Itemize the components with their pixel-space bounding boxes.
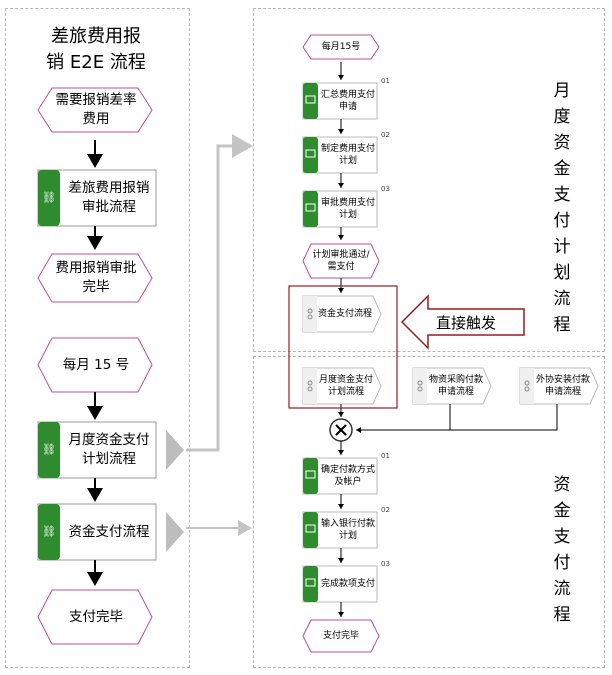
pay-act-03: 完成款项支付 [320,579,375,589]
mp-proc-pay: 资金支付流程 [318,309,373,319]
pay-step-02: 02 [381,506,390,514]
left-event-need-shape [37,87,153,133]
left-event-paid-shape [37,589,153,645]
mp-act-01: 汇总费用支付申请 [320,90,375,112]
left-title-line-2: 销 E2E 流程 [46,52,146,73]
mp-event-15: 每月15号 [321,42,361,52]
pay-step-01: 01 [381,452,390,460]
mp-event-15-shape [302,34,380,60]
process-icon: ⛓ [42,443,56,456]
mp-event-approved: 计划审批通过/需支付 [312,250,370,272]
left-event-15-shape [37,337,153,393]
pay-event-done: 支付完毕 [322,631,359,641]
left-panel [5,8,190,668]
payment-panel [253,356,605,668]
left-event-paid: 支付完毕 [69,608,123,625]
left-title-line-1: 差旅费用报 [51,26,141,47]
callout-text: 直接触发 [436,314,497,332]
left-event-done-shape [37,253,153,303]
left-event-done: 费用报销审批完毕 [55,260,137,295]
process-icon: ⛓ [42,525,56,538]
mp-step-03: 03 [381,185,390,193]
pay-proc-monthly: 月度资金支付计划流程 [318,375,373,397]
payment-title: 资金支付流程 [553,475,571,625]
pay-act-02: 输入银行付款计划 [320,519,375,541]
mp-step-02: 02 [381,131,390,139]
pay-proc-material: 物资采购付款申请流程 [428,375,483,397]
mp-event-approved-shape [302,243,380,279]
left-process-approval: 差旅费用报销审批流程 [68,180,150,215]
monthly-title: 月度资金支付计划流程 [553,81,571,335]
left-title: 差旅费用报 销 E2E 流程 [20,24,172,76]
left-event-need: 需要报销差率费用 [55,92,137,127]
mp-act-02: 制定费用支付计划 [320,144,375,166]
highlight-box [288,285,398,409]
left-event-15: 每月 15 号 [62,356,130,373]
callout-arrow [400,294,525,350]
mp-act-03: 审批费用支付计划 [320,198,375,220]
pay-proc-outsource: 外协安装付款申请流程 [535,375,590,397]
left-process-monthly: 月度资金支付计划流程 [68,432,150,467]
process-icon: ⛓ [42,191,56,204]
left-process-pay: 资金支付流程 [68,523,150,540]
pay-event-done-shape [302,619,380,653]
mp-step-01: 01 [381,77,390,85]
pay-act-01: 确定付款方式及帐户 [320,465,375,487]
pay-step-03: 03 [381,560,390,568]
monthly-panel [253,8,605,352]
